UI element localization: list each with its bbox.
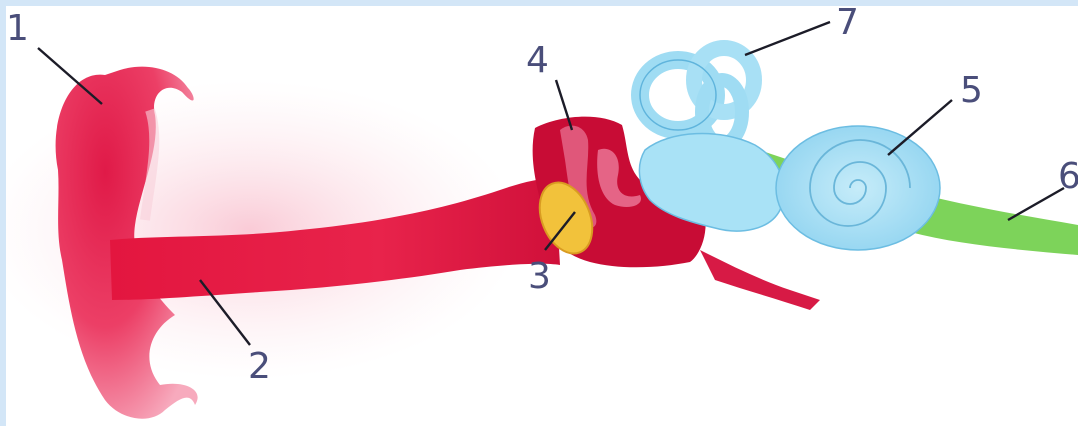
label-3: 3 (528, 256, 551, 297)
label-5: 5 (960, 70, 983, 111)
label-7: 7 (836, 6, 859, 43)
label-1: 1 (6, 8, 29, 49)
label-6: 6 (1058, 156, 1078, 197)
label-2: 2 (248, 346, 271, 387)
cochlea (776, 126, 940, 250)
label-4: 4 (526, 40, 549, 81)
eustachian-tube (700, 250, 820, 310)
leader-line-7 (745, 22, 830, 55)
leader-line-6 (1008, 188, 1064, 220)
diagram-canvas: 1 2 3 4 5 6 7 (6, 6, 1078, 426)
ear-anatomy-diagram: 1 2 3 4 5 6 7 (6, 6, 1078, 426)
